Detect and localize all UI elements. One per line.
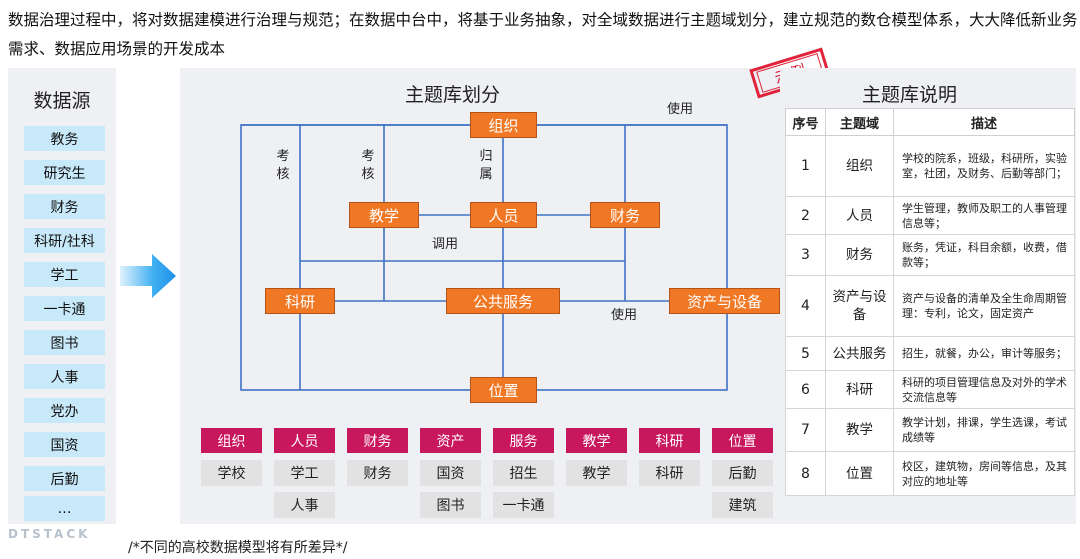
- header-desc: 描述: [893, 108, 1075, 136]
- table-cell-desc: 账务，凭证，科目余额，收费，借款等；: [893, 234, 1075, 276]
- table-cell-domain: 财务: [825, 234, 894, 276]
- node-location: 位置: [470, 377, 537, 403]
- edge-label-use-top: 使用: [667, 102, 694, 117]
- table-header-row: 序号 主题域 描述: [785, 108, 1075, 136]
- edge-label-assess-1: 考核: [276, 149, 290, 182]
- edge-label-assess-2: 考核: [361, 149, 375, 182]
- node-org: 组织: [470, 112, 537, 138]
- node-teach: 教学: [349, 202, 419, 228]
- data-source-item: 后勤: [24, 466, 105, 491]
- header-domain: 主题域: [825, 108, 894, 136]
- data-source-item: 图书: [24, 330, 105, 355]
- table-cell-desc: 资产与设备的清单及全生命周期管理：专利，论文，固定资产: [893, 275, 1075, 337]
- table-cell-no: 1: [785, 135, 826, 197]
- diagram-title: 主题库划分: [405, 84, 501, 106]
- data-source-item: 国资: [24, 432, 105, 457]
- table-cell-domain: 资产与设备: [825, 275, 894, 337]
- table-cell-desc: 教学计划，排课，学生选课，考试成绩等: [893, 408, 1075, 452]
- category-source: 图书: [420, 492, 481, 518]
- category-source: 建筑: [712, 492, 773, 518]
- table-cell-no: 8: [785, 451, 826, 496]
- category-header: 教学: [566, 428, 627, 453]
- data-source-item: 学工: [24, 262, 105, 287]
- node-public-service: 公共服务: [446, 288, 560, 314]
- data-source-item: 教务: [24, 126, 105, 151]
- table-cell-domain: 公共服务: [825, 336, 894, 371]
- table-cell-desc: 校区，建筑物，房间等信息，及其对应的地址等: [893, 451, 1075, 496]
- table-cell-domain: 教学: [825, 408, 894, 452]
- edge-label-call: 调用: [432, 237, 459, 252]
- category-source: 财务: [347, 460, 408, 486]
- table-cell-no: 6: [785, 370, 826, 409]
- category-header: 资产: [420, 428, 481, 453]
- category-source: 一卡通: [493, 492, 554, 518]
- intro-text: 数据治理过程中，将对数据建模进行治理与规范；在数据中台中，将基于业务抽象，对全域…: [8, 11, 1078, 58]
- header-no: 序号: [785, 108, 826, 136]
- category-source: 科研: [639, 460, 700, 486]
- table-cell-no: 7: [785, 408, 826, 452]
- edge-label-belong: 归属: [479, 149, 493, 182]
- data-source-item: 财务: [24, 194, 105, 219]
- table-cell-no: 4: [785, 275, 826, 337]
- category-source: 教学: [566, 460, 627, 486]
- table-cell-desc: 招生，就餐，办公，审计等服务；: [893, 336, 1075, 371]
- table-cell-no: 2: [785, 196, 826, 235]
- category-source: 学校: [201, 460, 262, 486]
- right-arrow-icon: [120, 254, 176, 298]
- table-cell-desc: 学校的院系，班级，科研所，实验室，社团，及财务、后勤等部门；: [893, 135, 1075, 197]
- node-research: 科研: [265, 288, 335, 314]
- category-header: 科研: [639, 428, 700, 453]
- edge-label-use-right: 使用: [611, 308, 638, 323]
- table-cell-no: 5: [785, 336, 826, 371]
- category-header: 组织: [201, 428, 262, 453]
- table-cell-desc: 学生管理，教师及职工的人事管理信息等；: [893, 196, 1075, 235]
- category-source: 后勤: [712, 460, 773, 486]
- data-source-item: 一卡通: [24, 296, 105, 321]
- dtstack-logo: DTSTACK: [8, 527, 91, 541]
- node-person: 人员: [470, 202, 537, 228]
- description-title: 主题库说明: [862, 84, 958, 106]
- category-source: 国资: [420, 460, 481, 486]
- data-source-item: 人事: [24, 364, 105, 389]
- node-finance: 财务: [590, 202, 660, 228]
- category-source: 人事: [274, 492, 335, 518]
- table-cell-desc: 科研的项目管理信息及对外的学术交流信息等: [893, 370, 1075, 409]
- category-header: 财务: [347, 428, 408, 453]
- table-cell-domain: 位置: [825, 451, 894, 496]
- category-source: 学工: [274, 460, 335, 486]
- table-cell-domain: 人员: [825, 196, 894, 235]
- category-source: 招生: [493, 460, 554, 486]
- category-header: 服务: [493, 428, 554, 453]
- footnote: /*不同的高校数据模型将有所差异*/: [128, 540, 348, 556]
- data-source-item: 科研/社科: [24, 228, 105, 253]
- data-source-title: 数据源: [33, 90, 91, 112]
- table-cell-domain: 组织: [825, 135, 894, 197]
- table-cell-domain: 科研: [825, 370, 894, 409]
- table-cell-no: 3: [785, 234, 826, 276]
- data-source-item: 党办: [24, 398, 105, 423]
- node-asset-device: 资产与设备: [669, 288, 780, 314]
- category-header: 位置: [712, 428, 773, 453]
- category-header: 人员: [274, 428, 335, 453]
- data-source-item: 研究生: [24, 160, 105, 185]
- data-source-item: …: [24, 496, 105, 521]
